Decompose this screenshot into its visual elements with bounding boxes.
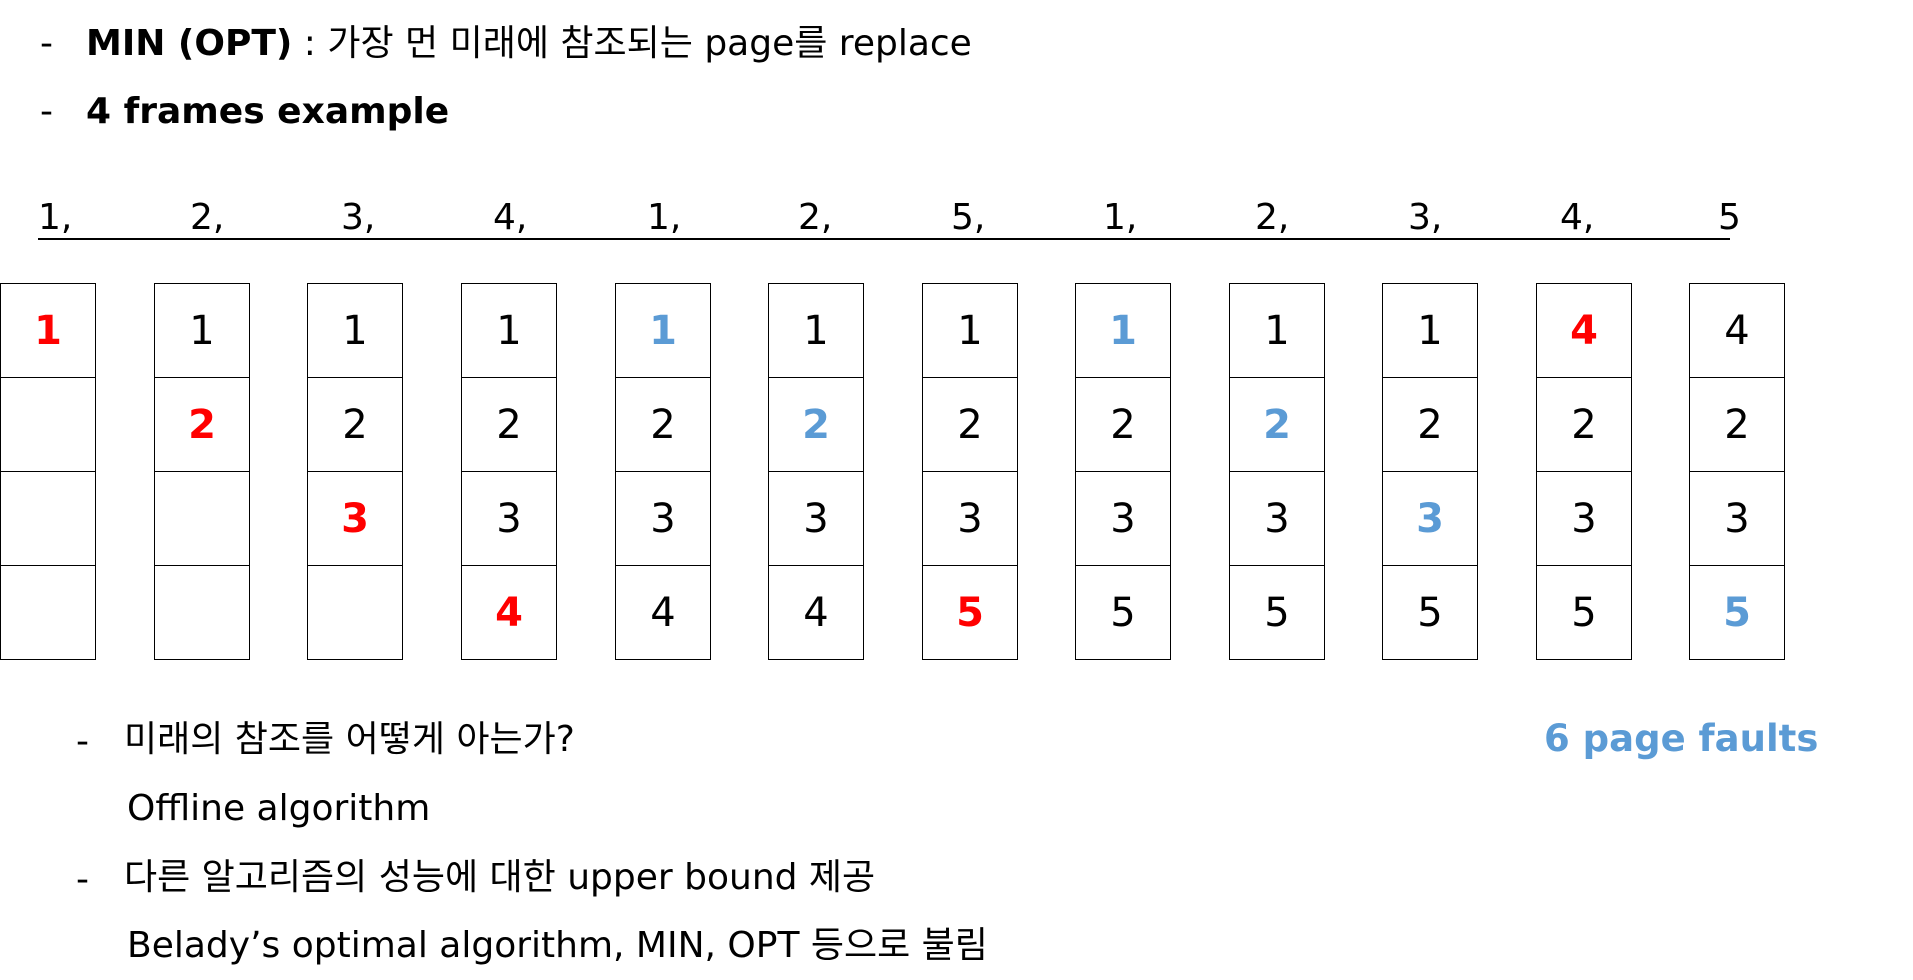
frame-cell: 2 bbox=[1075, 377, 1171, 472]
frame-cell: 3 bbox=[461, 471, 557, 566]
frame-cell bbox=[154, 565, 250, 660]
frame-cell: 1 bbox=[768, 283, 864, 378]
frame-cell: 3 bbox=[1689, 471, 1785, 566]
note-offline-algorithm: Offline algorithm bbox=[127, 788, 431, 829]
min-opt-title: MIN (OPT) bbox=[86, 23, 293, 64]
four-frames-example-title: 4 frames example bbox=[86, 91, 450, 132]
reference-string: 1, 2, 3, 4, 1, 2, 5, 1, 2, 3, 4, 5 bbox=[38, 197, 1741, 240]
frame-cell bbox=[307, 565, 403, 660]
frame-column-1: 1 bbox=[0, 283, 96, 660]
frame-cell: 1 bbox=[0, 283, 96, 378]
frame-cell: 5 bbox=[1075, 565, 1171, 660]
frame-cell: 5 bbox=[1229, 565, 1325, 660]
reference-page-9: 2, bbox=[1255, 197, 1290, 238]
frame-cell: 1 bbox=[154, 283, 250, 378]
frame-cell: 2 bbox=[1229, 377, 1325, 472]
frame-cell: 1 bbox=[615, 283, 711, 378]
reference-page-6: 2, bbox=[798, 197, 833, 238]
bullet-dash: - bbox=[76, 859, 89, 900]
bullet-dash: - bbox=[76, 721, 89, 762]
reference-page-8: 1, bbox=[1103, 197, 1138, 238]
note-upper-bound: 다른 알고리즘의 성능에 대한 upper bound 제공 bbox=[124, 857, 876, 898]
frame-cell: 2 bbox=[154, 377, 250, 472]
frame-cell: 2 bbox=[1382, 377, 1478, 472]
reference-page-3: 3, bbox=[341, 197, 376, 238]
frame-cell: 3 bbox=[1075, 471, 1171, 566]
frame-cell: 2 bbox=[461, 377, 557, 472]
frame-cell: 5 bbox=[1382, 565, 1478, 660]
frame-cell: 5 bbox=[1536, 565, 1632, 660]
reference-page-11: 4, bbox=[1560, 197, 1595, 238]
frame-cell: 1 bbox=[1075, 283, 1171, 378]
frame-cell: 4 bbox=[768, 565, 864, 660]
frame-cell: 3 bbox=[1382, 471, 1478, 566]
reference-page-7: 5, bbox=[951, 197, 986, 238]
frame-cell: 3 bbox=[922, 471, 1018, 566]
frame-cell: 3 bbox=[768, 471, 864, 566]
note-question-future: 미래의 참조를 어떻게 아는가? bbox=[124, 719, 575, 760]
frame-cell: 3 bbox=[615, 471, 711, 566]
reference-page-1: 1, bbox=[38, 197, 73, 238]
frame-cell: 2 bbox=[1536, 377, 1632, 472]
reference-page-5: 1, bbox=[647, 197, 682, 238]
min-opt-description: : 가장 먼 미래에 참조되는 page를 replace bbox=[292, 23, 972, 64]
page-faults-count: 6 page faults bbox=[1544, 717, 1819, 760]
frame-cell: 1 bbox=[461, 283, 557, 378]
bullet-min-opt: MIN (OPT) : 가장 먼 미래에 참조되는 page를 replace bbox=[86, 26, 972, 62]
frame-cell: 1 bbox=[1382, 283, 1478, 378]
bullet-dash: - bbox=[40, 91, 53, 132]
frame-cell: 2 bbox=[922, 377, 1018, 472]
reference-page-2: 2, bbox=[190, 197, 225, 238]
bullet-dash: - bbox=[40, 23, 53, 64]
frame-cell: 1 bbox=[1229, 283, 1325, 378]
frame-cell bbox=[0, 377, 96, 472]
frame-cell: 2 bbox=[615, 377, 711, 472]
frame-cell: 3 bbox=[1536, 471, 1632, 566]
frame-cell: 5 bbox=[922, 565, 1018, 660]
frame-cell: 1 bbox=[307, 283, 403, 378]
frame-cell bbox=[154, 471, 250, 566]
frame-cell: 4 bbox=[1689, 283, 1785, 378]
frame-cell: 3 bbox=[307, 471, 403, 566]
frame-cell: 5 bbox=[1689, 565, 1785, 660]
reference-page-4: 4, bbox=[493, 197, 528, 238]
frame-cell: 4 bbox=[461, 565, 557, 660]
frame-cell: 3 bbox=[1229, 471, 1325, 566]
frame-cell: 2 bbox=[768, 377, 864, 472]
reference-page-12: 5 bbox=[1718, 197, 1741, 238]
frame-cell: 1 bbox=[922, 283, 1018, 378]
note-belady-optimal: Belady’s optimal algorithm, MIN, OPT 등으로… bbox=[127, 925, 988, 966]
frame-cell bbox=[0, 565, 96, 660]
frame-cell bbox=[0, 471, 96, 566]
reference-page-10: 3, bbox=[1408, 197, 1443, 238]
frame-cell: 4 bbox=[615, 565, 711, 660]
frame-cell: 2 bbox=[1689, 377, 1785, 472]
frame-cell: 4 bbox=[1536, 283, 1632, 378]
frame-cell: 2 bbox=[307, 377, 403, 472]
